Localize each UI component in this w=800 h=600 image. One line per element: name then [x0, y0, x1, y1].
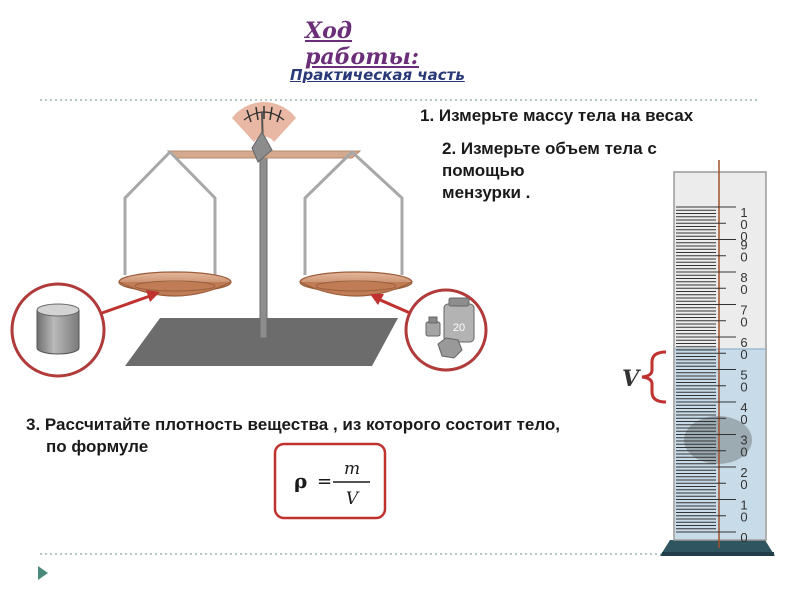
- scale-label-char: 0: [740, 477, 747, 492]
- weights-callout: [404, 288, 488, 372]
- right-arrow-head: [370, 294, 384, 305]
- formula-box: [273, 442, 387, 520]
- scale-label-char: 0: [740, 229, 747, 244]
- scale-label-char: 0: [740, 217, 747, 232]
- left-pan: [118, 271, 232, 297]
- scale-label-char: 1: [740, 498, 747, 513]
- scale-label-char: 5: [740, 368, 747, 383]
- step-3-text: 3. Рассчитайте плотность вещества , из к…: [26, 414, 586, 458]
- scale-label-char: 2: [740, 465, 747, 480]
- scale-label-char: 0: [740, 315, 747, 330]
- page-subtitle: Практическая часть: [290, 66, 465, 84]
- step-3-line-2: по формуле: [46, 437, 149, 456]
- formula-equals: =: [317, 471, 332, 492]
- left-arrow-head: [146, 290, 160, 302]
- step-2-line-2: мензурки .: [442, 183, 531, 202]
- volume-label: V: [622, 366, 641, 392]
- scale-label-char: 0: [740, 250, 747, 265]
- right-hanger: [303, 149, 404, 275]
- scale-label-char: 4: [740, 400, 747, 415]
- scale-label-char: 9: [740, 238, 747, 253]
- step-1-text: 1. Измерьте массу тела на весах: [420, 106, 694, 125]
- scale-label-char: 1: [740, 205, 747, 220]
- scale-label-char: 6: [740, 335, 747, 350]
- play-triangle-icon[interactable]: [38, 566, 48, 580]
- right-arrow: [377, 297, 411, 315]
- dial-ticks: [243, 106, 285, 123]
- weight-label: 20: [453, 322, 465, 334]
- balance-stand: [259, 149, 268, 339]
- scale-label-char: 0: [740, 510, 747, 525]
- left-arrow: [101, 294, 151, 315]
- left-hanger: [123, 149, 217, 275]
- scale-label-char: 0: [740, 412, 747, 427]
- scale-label-char: 3: [740, 433, 747, 448]
- step-2-text: 2. Измерьте объем тела с помощью мензурк…: [420, 138, 720, 204]
- formula-rho: ρ: [294, 469, 307, 493]
- cylinder-ticks: [676, 206, 736, 533]
- scale-label-char: 0: [740, 445, 747, 460]
- formula-denominator: V: [346, 489, 360, 509]
- volume-brace: [641, 350, 667, 404]
- balance-base: [125, 318, 398, 366]
- scale-label-char: 8: [740, 270, 747, 285]
- body-callout: [10, 282, 106, 378]
- scale-label-char: 7: [740, 303, 747, 318]
- beam-pivot: [251, 131, 273, 163]
- formula-numerator: m: [344, 459, 360, 479]
- scale-label-char: 0: [740, 282, 747, 297]
- right-pan: [299, 271, 413, 297]
- scale-label-char: 0: [740, 530, 747, 545]
- scale-label-char: 0: [740, 347, 747, 362]
- scale-label-char: 0: [740, 380, 747, 395]
- step-3-line-1: 3. Рассчитайте плотность вещества , из к…: [26, 415, 560, 434]
- step-2-line-1: 2. Измерьте объем тела с помощью: [442, 139, 657, 180]
- page-title: Ход работы:: [305, 18, 419, 70]
